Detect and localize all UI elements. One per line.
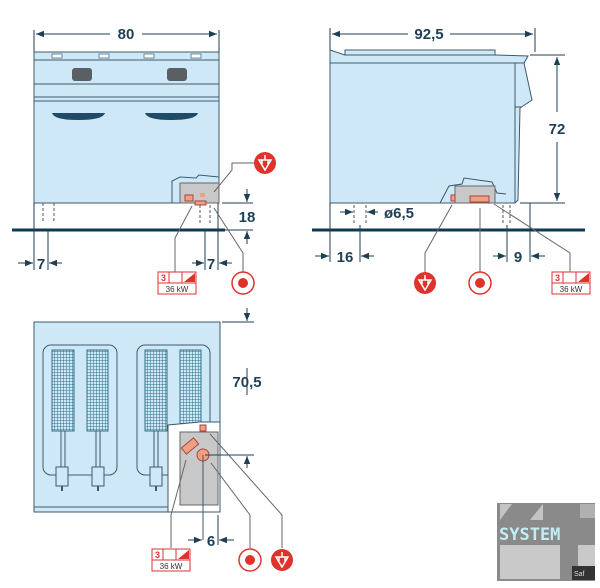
electrical-box-top xyxy=(179,431,219,506)
ground-connection-icon xyxy=(413,271,437,295)
top-view: 70,5 6 3 36 kW xyxy=(33,308,294,572)
svg-text:3: 3 xyxy=(555,273,560,283)
front-view: 80 7 7 18 3 36 kW xyxy=(12,26,277,295)
dim-top-connection-offset: 6 xyxy=(207,533,215,550)
dim-front-foot-right: 7 xyxy=(207,256,215,273)
fryer-well-left xyxy=(42,344,118,476)
svg-text:3: 3 xyxy=(161,273,166,283)
door-handle-left xyxy=(52,113,105,120)
ground-connection-icon xyxy=(270,548,294,572)
dim-side-height: 72 xyxy=(549,121,566,138)
electrical-rating-label: 3 36 kW xyxy=(157,271,197,295)
fryer-baskets xyxy=(51,349,202,491)
door-handle-right xyxy=(145,113,198,120)
electrical-rating-label: 3 36 kW xyxy=(551,271,591,295)
svg-text:36 kW: 36 kW xyxy=(160,562,183,571)
side-view: 92,5 72 ø6,5 16 9 3 36 kW xyxy=(312,26,591,295)
system-logo: SYSTEM Saf xyxy=(497,503,595,581)
svg-text:3: 3 xyxy=(155,550,160,560)
power-connection-icon xyxy=(238,548,262,572)
logo-text: SYSTEM xyxy=(499,525,560,545)
dim-side-foot-right: 9 xyxy=(514,249,522,266)
control-knob-left xyxy=(72,68,92,81)
electrical-rating-label: 3 36 kW xyxy=(151,548,191,572)
dim-side-foot-left: 16 xyxy=(337,249,354,266)
dim-front-underside-height: 18 xyxy=(239,209,256,226)
dim-front-foot-left: 7 xyxy=(37,256,45,273)
ground-connection-icon xyxy=(253,151,277,175)
fryer-body-side xyxy=(329,49,533,204)
fryer-body-front xyxy=(33,51,220,204)
dim-top-depth: 70,5 xyxy=(232,374,261,391)
svg-text:36 kW: 36 kW xyxy=(166,285,189,294)
power-connection-icon xyxy=(468,271,492,295)
svg-text:36 kW: 36 kW xyxy=(560,285,583,294)
dim-side-foot-diameter: ø6,5 xyxy=(384,205,414,222)
logo-subtext: Saf xyxy=(574,571,585,578)
dim-side-depth: 92,5 xyxy=(414,26,443,43)
control-knob-right xyxy=(167,68,187,81)
dim-front-width: 80 xyxy=(118,26,135,43)
power-connection-icon xyxy=(231,271,255,295)
